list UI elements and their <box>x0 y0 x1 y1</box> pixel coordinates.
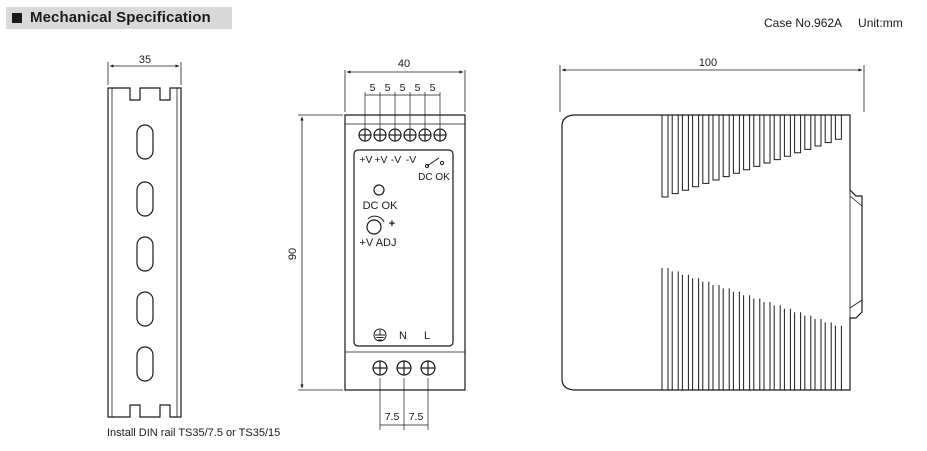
vent-fin <box>753 298 761 391</box>
output-label-3: -V <box>391 154 402 166</box>
rail-slot <box>136 181 154 217</box>
vent-fin <box>814 115 822 147</box>
vent-fin <box>671 115 679 195</box>
front-label-panel <box>353 149 454 347</box>
vent-fin <box>732 291 740 391</box>
vent-fin <box>794 312 802 391</box>
pitch-top-3: 5 <box>400 82 406 94</box>
vent-fin <box>661 115 669 198</box>
vent-fin <box>824 115 832 144</box>
front-view <box>298 70 466 430</box>
pitch-top-5: 5 <box>430 82 436 94</box>
unit-label: Unit:mm <box>858 16 903 30</box>
vent-fin <box>794 115 802 154</box>
rail-slot <box>136 236 154 272</box>
vent-fin <box>661 268 669 391</box>
section-title: Mechanical Specification <box>30 9 211 26</box>
vent-fin <box>722 115 730 178</box>
vent-fin <box>783 115 791 157</box>
vent-fin <box>712 115 720 181</box>
potentiometer-icon <box>366 219 382 235</box>
side-vents <box>661 115 842 391</box>
vent-fin <box>712 285 720 391</box>
vent-fin <box>732 115 740 174</box>
pitch-bottom-1: 7.5 <box>385 411 400 423</box>
case-number: Case No.962A <box>764 16 843 30</box>
din-rail-note: Install DIN rail TS35/7.5 or TS35/15 <box>107 427 281 439</box>
pitch-bottom-2: 7.5 <box>409 411 424 423</box>
vent-fin <box>743 295 751 391</box>
section-bullet-icon <box>12 13 22 23</box>
vent-fin <box>783 308 791 391</box>
input-label-n: N <box>399 330 407 342</box>
din-rail-outline <box>107 87 182 418</box>
din-rail-view <box>107 62 182 418</box>
output-label-1: +V <box>359 154 372 166</box>
vent-fin <box>824 322 832 391</box>
vent-fin <box>702 281 710 391</box>
vent-fin <box>773 305 781 391</box>
rail-width-dim: 35 <box>139 54 151 66</box>
vent-fin <box>753 115 761 167</box>
bottom-terminal-block <box>372 360 436 376</box>
led-indicator-icon <box>373 184 385 196</box>
rail-slot <box>136 346 154 382</box>
vent-fin <box>722 288 730 391</box>
vent-fin <box>671 271 679 391</box>
vent-fin <box>763 302 771 391</box>
vent-fin <box>702 115 710 184</box>
output-label-4: -V <box>406 154 417 166</box>
front-height-dim: 90 <box>287 248 299 260</box>
vent-fin <box>681 115 689 191</box>
vent-fin <box>681 274 689 391</box>
vent-fin <box>804 315 812 391</box>
vent-fin <box>763 115 771 164</box>
output-label-2: +V <box>374 154 387 166</box>
vent-fin <box>814 319 822 391</box>
vent-fin <box>692 115 700 188</box>
vent-fin <box>804 115 812 150</box>
input-label-l: L <box>424 330 430 342</box>
front-width-dim: 40 <box>398 58 410 70</box>
pitch-top-4: 5 <box>415 82 421 94</box>
adj-label: +V ADJ <box>360 237 397 249</box>
case-info: Case No.962A Unit:mm <box>764 16 903 30</box>
pitch-top-2: 5 <box>385 82 391 94</box>
relay-label: DC OK <box>418 172 450 183</box>
vent-fin <box>834 115 842 140</box>
side-depth-dim: 100 <box>699 57 717 69</box>
pitch-top-1: 5 <box>370 82 376 94</box>
relay-switch-icon <box>424 157 445 169</box>
vent-fin <box>773 115 781 161</box>
led-label: DC OK <box>363 200 399 212</box>
vent-fin <box>743 115 751 171</box>
top-terminal-block <box>358 128 447 142</box>
side-view <box>559 65 865 391</box>
side-housing-outline <box>561 114 863 391</box>
vent-fin <box>834 325 842 391</box>
rail-slot <box>136 124 154 160</box>
vent-fin <box>692 278 700 391</box>
ground-icon <box>373 328 387 342</box>
rail-slot <box>136 291 154 327</box>
section-header-bar <box>6 7 232 29</box>
adj-plus: + <box>389 218 395 230</box>
